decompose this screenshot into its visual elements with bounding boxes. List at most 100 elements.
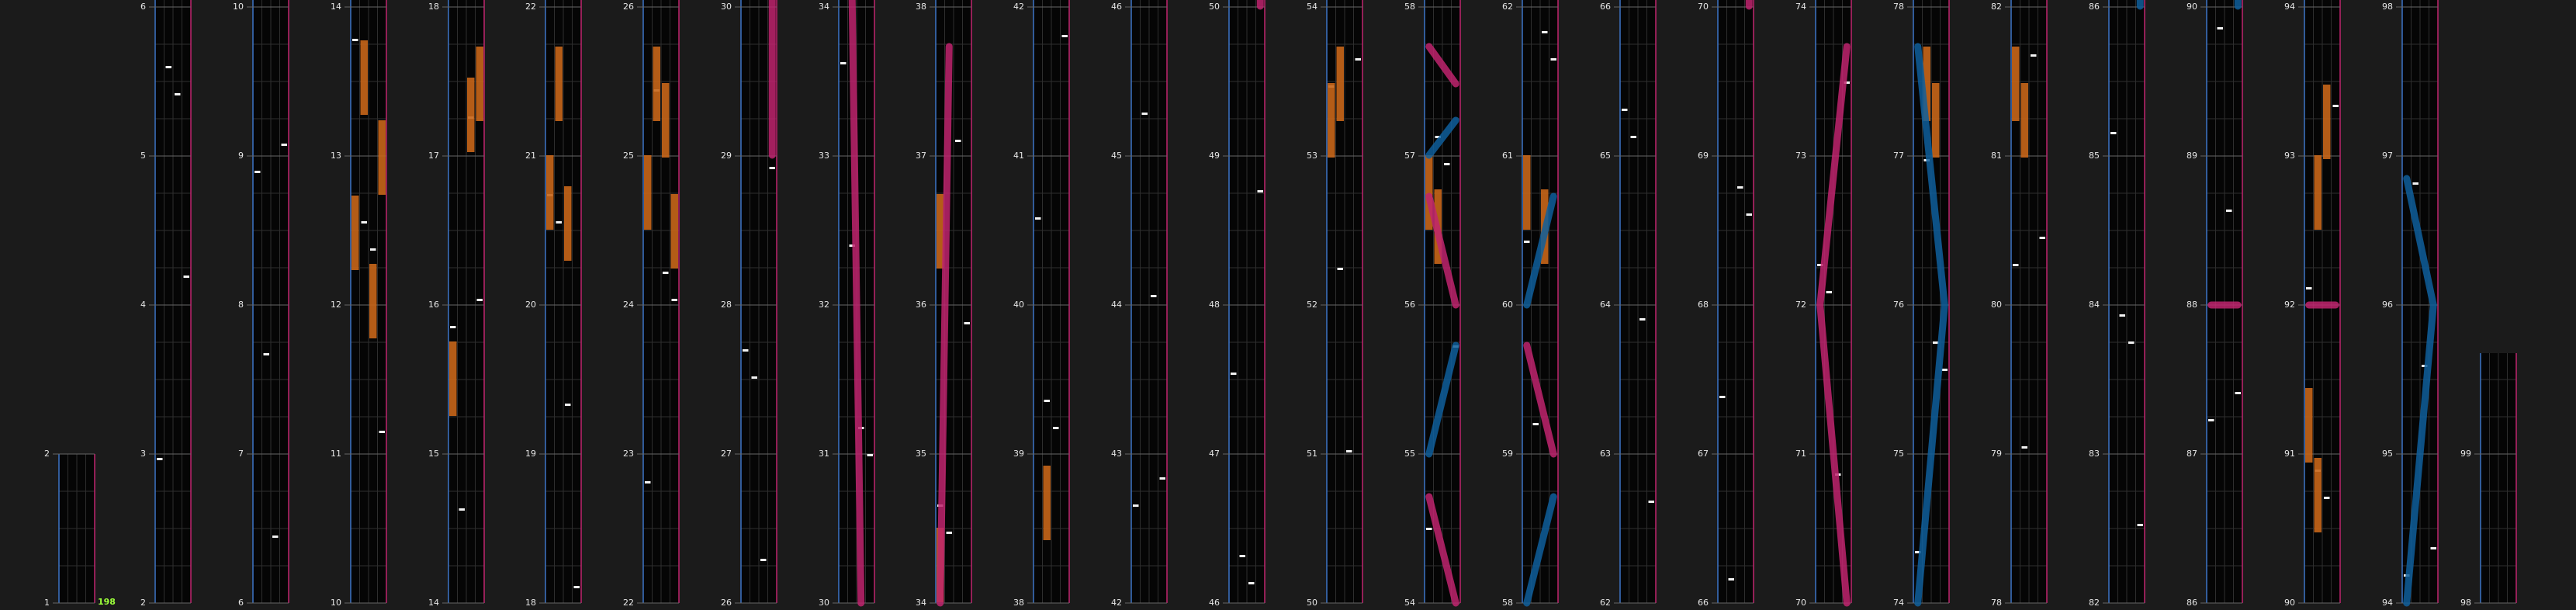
tap-note: [1524, 241, 1530, 243]
tap-note: [352, 39, 358, 41]
measure-number: 10: [331, 598, 341, 608]
measure-number: 47: [1209, 449, 1220, 459]
hold-note: [2020, 83, 2028, 158]
tap-note: [2235, 392, 2241, 394]
tap-note: [573, 586, 580, 588]
measure-number: 15: [428, 449, 439, 459]
hold-note: [467, 78, 475, 152]
hold-note: [2314, 155, 2322, 230]
tap-note: [254, 171, 261, 173]
measure-number: 11: [331, 449, 341, 459]
tap-note: [1933, 341, 1939, 344]
measure-number: 54: [1307, 2, 1317, 12]
tap-note: [867, 454, 873, 456]
slide-note-blue: [1914, 43, 1948, 607]
measure-number: 34: [916, 598, 926, 608]
hold-note: [670, 194, 678, 269]
tap-note: [476, 299, 483, 301]
measure-number: 65: [1600, 151, 1611, 161]
measure-number: 96: [2382, 300, 2393, 310]
tap-note: [2332, 105, 2339, 107]
tap-note: [769, 167, 775, 169]
measure-number: 57: [1404, 151, 1415, 161]
tap-note: [2226, 210, 2232, 212]
measure-number: 56: [1404, 300, 1415, 310]
tap-note: [272, 535, 279, 538]
slide-note-pink: [937, 43, 953, 607]
tap-note: [2306, 287, 2312, 289]
tap-note: [1746, 213, 1752, 216]
measure-number: 94: [2382, 598, 2393, 608]
tap-note: [1915, 551, 1921, 553]
tap-note: [1159, 477, 1165, 480]
tap-note: [1053, 427, 1059, 429]
measure-number: 24: [623, 300, 634, 310]
measure-number: 48: [1209, 300, 1220, 310]
measure-number: 66: [1600, 2, 1611, 12]
measure-number: 26: [721, 598, 732, 608]
measure-number: 8: [238, 300, 244, 310]
measure-number: 12: [331, 300, 341, 310]
measure-number: 90: [2186, 2, 2197, 12]
tap-note: [165, 66, 171, 68]
measure-number: 79: [1991, 449, 2002, 459]
measure-number: 78: [1893, 2, 1904, 12]
measure-number: 73: [1795, 151, 1806, 161]
tap-note: [946, 532, 952, 534]
measure-number: 23: [623, 449, 634, 459]
tap-note: [379, 431, 385, 433]
slide-note-blue: [1425, 116, 1459, 159]
hold-note: [1923, 47, 1930, 121]
measure-number: 52: [1307, 300, 1317, 310]
measure-number: 34: [819, 2, 829, 12]
hold-note: [1336, 47, 1344, 121]
measure-number: 71: [1795, 449, 1806, 459]
measure-number: 18: [428, 2, 439, 12]
hold-note: [555, 47, 563, 121]
tap-note: [760, 559, 767, 561]
slide-note-pink: [1425, 493, 1459, 607]
tap-note: [556, 221, 562, 224]
measure-number: 2: [140, 598, 146, 608]
measure-number: 77: [1893, 151, 1904, 161]
tap-note: [1239, 555, 1245, 557]
measure-number: 78: [1991, 598, 2002, 608]
measure-number: 30: [721, 2, 732, 12]
measure-number: 86: [2186, 598, 2197, 608]
tap-note: [1844, 81, 1850, 84]
measure-number: 74: [1893, 598, 1904, 608]
measure-number: 45: [1111, 151, 1122, 161]
measure-number: 49: [1209, 151, 1220, 161]
measure-number: 46: [1111, 2, 1122, 12]
tap-note: [2137, 524, 2143, 526]
measure-number: 6: [140, 2, 146, 12]
tap-note: [1719, 396, 1726, 398]
tap-note: [183, 276, 189, 278]
slide-note-pink: [848, 0, 865, 607]
measure-number: 38: [916, 2, 926, 12]
measure-number: 90: [2284, 598, 2295, 608]
slide-note-pink: [1816, 43, 1851, 607]
hold-note: [564, 186, 572, 261]
measure-number: 68: [1698, 300, 1709, 310]
measure-number: 72: [1795, 300, 1806, 310]
measure-number: 74: [1795, 2, 1806, 12]
measure-number: 38: [1013, 598, 1024, 608]
measure-number: 82: [1991, 2, 2002, 12]
measure-number: 36: [916, 300, 926, 310]
tap-note: [2324, 497, 2330, 499]
tap-note: [1346, 450, 1352, 452]
tap-note: [1435, 136, 1441, 138]
hold-note: [2012, 47, 2020, 121]
measure-number: 95: [2382, 449, 2393, 459]
measure-number: 59: [1502, 449, 1513, 459]
slide-note-blue: [1523, 493, 1557, 607]
